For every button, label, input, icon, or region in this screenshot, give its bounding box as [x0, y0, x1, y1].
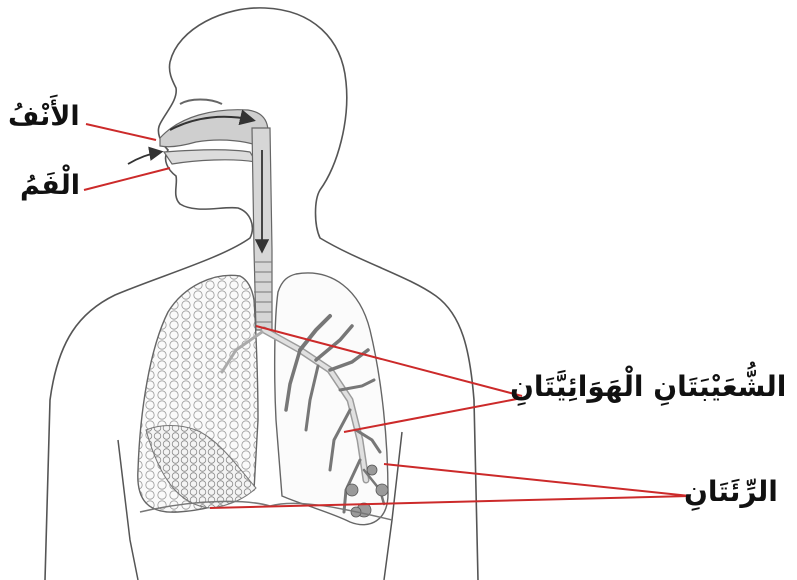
oral-cavity — [164, 150, 256, 164]
lungs-leader-line-right — [384, 464, 690, 496]
bronchi-label: الشُّعَيْبَتَانِ الْهَوَائِيَّتَانِ — [510, 370, 786, 403]
left-arm-line — [118, 440, 138, 580]
mouth-leader-line — [84, 168, 170, 190]
nose-label: الأَنْفُ — [8, 101, 80, 132]
nasal-upper-curve — [180, 100, 222, 105]
lungs-leader-line-left — [210, 496, 690, 508]
air-flow-arrow-mouth — [128, 152, 160, 164]
mouth-label: الْفَمُ — [20, 170, 80, 201]
lung-right — [275, 273, 388, 525]
nose-leader-line — [86, 124, 156, 140]
lungs-label: الرِّئَتَانِ — [684, 475, 778, 508]
